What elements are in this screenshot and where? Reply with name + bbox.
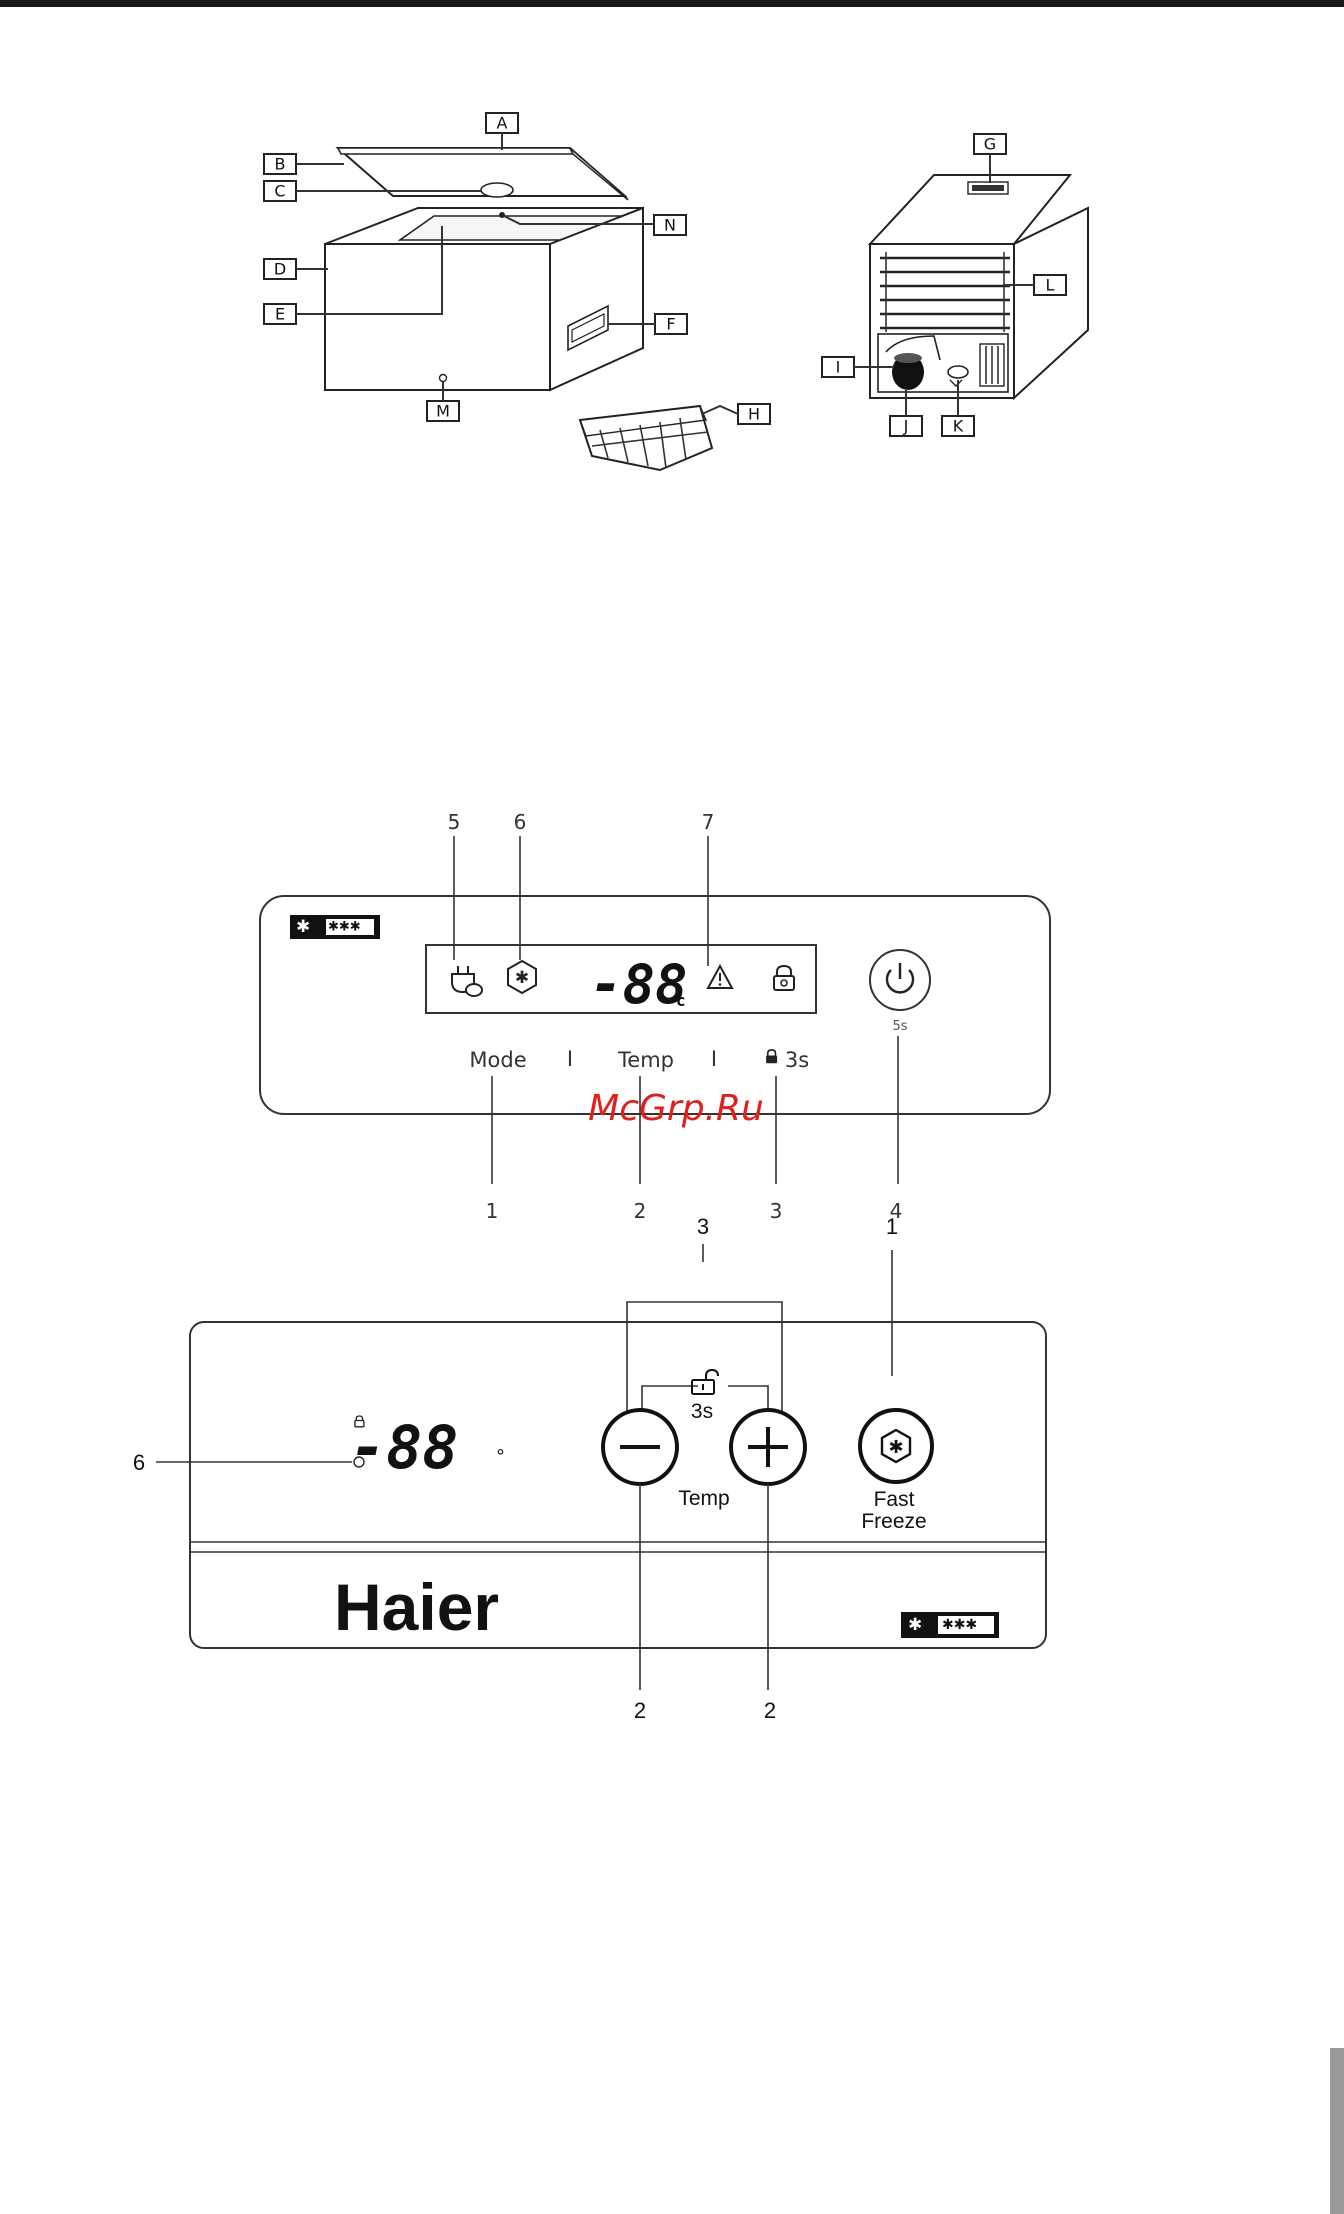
svg-text:✱: ✱ xyxy=(296,917,310,937)
callout-1-top: 1 xyxy=(886,1214,898,1239)
label-H: H xyxy=(748,405,760,424)
separator-2: I xyxy=(711,1047,717,1071)
callout-6-left: 6 xyxy=(133,1450,145,1475)
temp-minus-button[interactable] xyxy=(603,1410,677,1484)
fast-freeze-label-line1: Fast xyxy=(874,1488,915,1511)
callout-3-top: 3 xyxy=(697,1214,709,1239)
watermark: McGrp.Ru xyxy=(588,1088,764,1129)
panel2-stars: ✱✱✱ xyxy=(942,1617,977,1633)
svg-text:✱: ✱ xyxy=(515,968,529,988)
label-D: D xyxy=(274,260,286,279)
callout-2: 2 xyxy=(634,1199,647,1223)
panel2-degree: ° xyxy=(496,1446,505,1467)
star-rating-icon: ✱ ✱✱✱ xyxy=(290,915,380,939)
fast-freeze-label-line2: Freeze xyxy=(861,1510,926,1533)
label-E: E xyxy=(275,305,285,324)
lock-hold-label: 3s xyxy=(785,1048,809,1072)
temp-label: Temp xyxy=(678,1487,729,1510)
temp-button[interactable]: Temp xyxy=(617,1048,674,1072)
label-K: K xyxy=(953,417,964,436)
svg-text:✱: ✱ xyxy=(908,1615,922,1635)
callout-2-minus: 2 xyxy=(634,1698,646,1723)
panel2-temp-display: -88 xyxy=(350,1413,458,1483)
power-hold-label: 5s xyxy=(892,1019,907,1034)
callout-2-plus: 2 xyxy=(764,1698,776,1723)
label-I: I xyxy=(836,358,841,377)
label-B: B xyxy=(275,155,286,174)
callout-5: 5 xyxy=(448,810,461,834)
power-button[interactable] xyxy=(870,950,930,1010)
label-A: A xyxy=(497,114,508,133)
star-rating-icon-panel2: ✱ ✱✱✱ xyxy=(901,1612,999,1638)
label-M: M xyxy=(436,402,450,421)
callout-7: 7 xyxy=(702,810,715,834)
label-N: N xyxy=(664,216,676,235)
unlock-hold-label: 3s xyxy=(691,1400,713,1423)
panel1-temp-display: -88 xyxy=(590,953,688,1016)
label-C: C xyxy=(274,182,285,201)
temp-plus-button[interactable] xyxy=(731,1410,805,1484)
freezer-front-illustration xyxy=(325,148,643,390)
label-L: L xyxy=(1046,276,1055,295)
panel1-unit: c xyxy=(676,991,686,1010)
control-panel-one: ✱ ✱✱✱ ✱ -88 c xyxy=(260,810,1050,1223)
panel1-stars: ✱✱✱ xyxy=(328,920,361,935)
brand-logo: Haier xyxy=(334,1570,499,1644)
callout-1: 1 xyxy=(486,1199,499,1223)
label-G: G xyxy=(984,135,996,154)
svg-text:✱: ✱ xyxy=(888,1437,903,1458)
separator-1: I xyxy=(567,1047,573,1071)
label-F: F xyxy=(666,315,675,334)
callout-3: 3 xyxy=(770,1199,783,1223)
basket-illustration xyxy=(580,406,712,470)
callout-6: 6 xyxy=(514,810,527,834)
mode-button[interactable]: Mode xyxy=(469,1048,526,1072)
label-J: J xyxy=(903,417,909,436)
control-panel-two: -88 ° 6 3 3s Temp xyxy=(133,1214,1046,1723)
fast-freeze-button[interactable]: ✱ xyxy=(860,1410,932,1482)
